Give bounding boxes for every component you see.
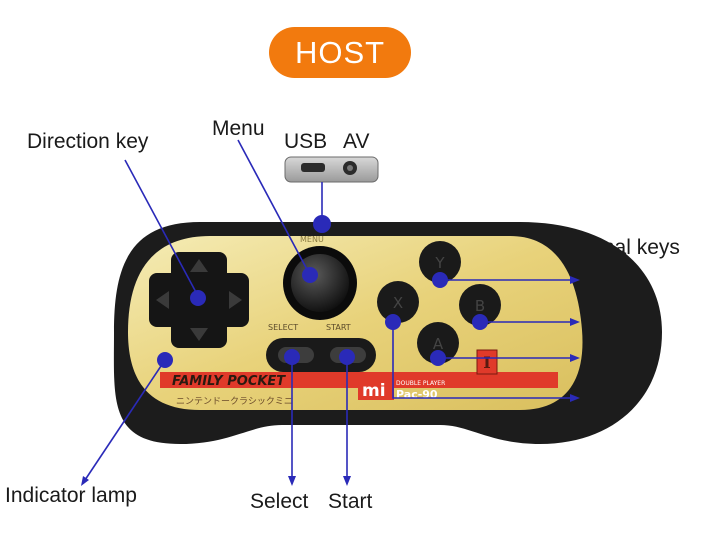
red-badge-glyph: I: [483, 353, 490, 372]
a-arrow-icon: [570, 354, 580, 362]
b-button-glyph: B: [475, 297, 485, 315]
subtitle-text: ニンテンドークラシックミニ: [176, 396, 293, 407]
direction-key-label: Direction key: [27, 130, 149, 153]
x-button[interactable]: [377, 281, 419, 323]
usb-port-icon: [301, 163, 325, 172]
double-player-text: DOUBLE PLAYER: [396, 380, 445, 387]
x-pointer: [392, 320, 572, 399]
face-buttons: Y X B A: [377, 241, 501, 364]
x-dot: [385, 314, 401, 330]
usb-label: USB: [284, 130, 328, 153]
b-dot: [472, 314, 488, 330]
dpad-left-icon: [156, 291, 169, 309]
host-title-badge: HOST: [269, 27, 411, 78]
select-label: Select: [250, 490, 309, 513]
x-arrow-icon: [570, 394, 580, 402]
b-button[interactable]: [459, 284, 501, 326]
indicator-arrow-icon: [81, 476, 89, 486]
mi-logo-box: [358, 378, 394, 400]
pointer-dots: [157, 215, 488, 368]
mi-logo-text: mi: [362, 381, 386, 401]
y-arrow-icon: [570, 276, 580, 284]
dpad-right-icon: [229, 291, 242, 309]
menu-print: MENU: [300, 235, 324, 244]
dpad-up-icon: [190, 259, 208, 272]
a-button[interactable]: [417, 322, 459, 364]
select-dot: [284, 349, 300, 365]
a-button-glyph: A: [433, 335, 444, 353]
red-badge: [476, 349, 498, 375]
select-print: SELECT: [268, 323, 298, 332]
select-arrow-icon: [288, 476, 296, 486]
av-label: AV: [343, 130, 370, 153]
direction-key-pointer: [124, 159, 199, 297]
y-button[interactable]: [419, 241, 461, 283]
x-button-glyph: X: [393, 294, 403, 312]
start-label: Start: [328, 490, 373, 513]
usb-av-dot: [313, 215, 331, 233]
start-dot: [339, 349, 355, 365]
y-button-glyph: Y: [434, 254, 445, 272]
indicator-lamp-label: Indicator lamp: [5, 484, 137, 507]
indicator-lamp-dot: [157, 352, 173, 368]
usb-av-port-strip: [284, 156, 379, 183]
start-print: START: [326, 323, 351, 332]
pointer-lines: [84, 139, 572, 481]
direction-key-dot: [190, 290, 206, 306]
menu-pointer: [237, 139, 311, 276]
b-arrow-icon: [570, 318, 580, 326]
start-arrow-icon: [343, 476, 351, 486]
menu-label: Menu: [212, 117, 265, 140]
brand-text: FAMILY POCKET: [172, 374, 286, 389]
y-dot: [432, 272, 448, 288]
dpad-down-icon: [190, 328, 208, 341]
a-dot: [430, 350, 446, 366]
arrowheads: [81, 276, 580, 486]
menu-dot: [302, 267, 318, 283]
menu-stick[interactable]: [291, 254, 349, 312]
indicator-lamp-pointer: [84, 359, 166, 481]
model-text: Pac-90: [396, 388, 438, 401]
